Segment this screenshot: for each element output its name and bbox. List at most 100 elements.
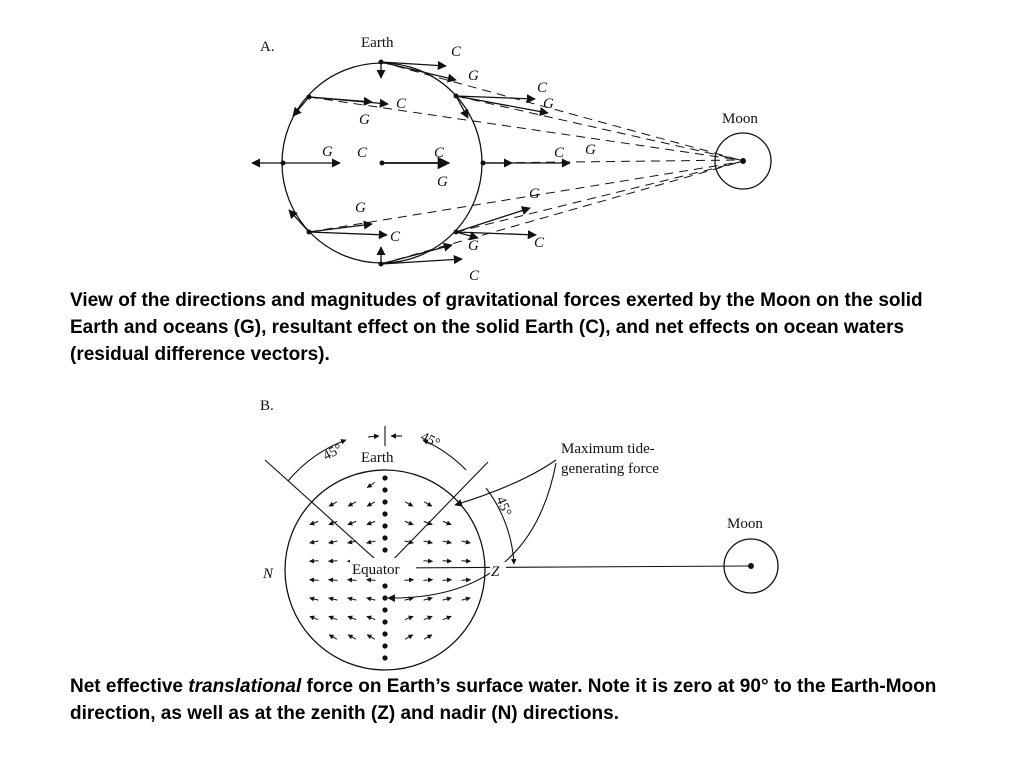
max-force-label-line2: generating force <box>561 461 659 477</box>
small-force-arrow <box>461 596 471 602</box>
small-force-arrow <box>366 501 376 507</box>
panel-b-label: B. <box>260 398 274 414</box>
small-force-arrow <box>423 577 433 583</box>
small-force-arrow <box>423 558 433 564</box>
caption-b: Net effective translational force on Ear… <box>70 673 960 727</box>
angle-label-left: 45° <box>321 442 345 464</box>
small-force-arrow <box>404 634 414 640</box>
earth-moon-axis <box>384 565 751 569</box>
svg-text:G: G <box>468 238 479 254</box>
small-force-arrow <box>423 501 433 507</box>
moon-circle-a <box>714 132 772 190</box>
small-force-arrow <box>347 520 357 526</box>
svg-text:C: C <box>396 96 407 112</box>
small-force-arrow <box>423 634 433 640</box>
nadir-label: N <box>262 566 274 582</box>
svg-text:C: C <box>451 44 462 60</box>
small-force-arrow <box>366 577 376 583</box>
vector-labels-a: C G C G C G G C C G C G G C G G C C <box>322 44 596 284</box>
equator-label-bg <box>350 558 416 576</box>
small-force-arrow <box>309 615 319 621</box>
small-force-arrow <box>442 577 452 583</box>
svg-text:C: C <box>434 145 445 161</box>
small-force-arrow <box>423 520 433 526</box>
small-force-arrow <box>461 577 471 583</box>
angle-line-left <box>264 459 386 569</box>
moon-center-b <box>748 563 754 569</box>
svg-text:G: G <box>359 112 370 128</box>
small-force-arrow <box>328 596 338 602</box>
caption-a: View of the directions and magnitudes of… <box>70 290 923 365</box>
small-force-arrow <box>328 501 338 507</box>
moon-center-a <box>740 158 746 164</box>
max-force-label-line1: Maximum tide- <box>561 441 655 457</box>
moon-label-b: Moon <box>727 516 763 532</box>
earth-label-a: Earth <box>361 35 394 51</box>
svg-text:G: G <box>322 144 333 160</box>
small-force-arrow <box>442 558 452 564</box>
small-force-arrow <box>347 596 357 602</box>
angle-line-right <box>384 461 489 569</box>
angle-label-lower: 45° <box>493 495 514 519</box>
svg-text:C: C <box>357 145 368 161</box>
small-force-arrow <box>442 539 452 545</box>
small-force-arrow <box>404 577 414 583</box>
small-force-arrow <box>309 539 319 545</box>
moon-label-a: Moon <box>722 111 758 127</box>
small-force-arrow <box>404 615 414 621</box>
small-force-arrow <box>309 577 319 583</box>
small-force-arrow <box>366 520 376 526</box>
small-force-arrow <box>328 615 338 621</box>
small-force-arrow <box>309 596 319 602</box>
svg-text:C: C <box>469 268 480 284</box>
small-force-arrow <box>442 520 452 526</box>
svg-text:C: C <box>554 145 565 161</box>
translational-force-arrows <box>309 481 471 640</box>
caption-b-part1: Net effective <box>70 676 189 697</box>
svg-text:G: G <box>437 174 448 190</box>
zenith-label: Z <box>491 564 500 580</box>
small-force-arrow <box>461 539 471 545</box>
equator-label: Equator <box>352 562 399 578</box>
small-force-arrow <box>423 615 433 621</box>
small-force-arrow <box>328 539 338 545</box>
small-force-arrow <box>423 596 433 602</box>
small-force-arrow <box>423 539 433 545</box>
small-force-arrow <box>461 558 471 564</box>
small-force-arrow <box>347 615 357 621</box>
small-force-arrow <box>347 577 357 583</box>
max-force-pointers <box>387 459 557 602</box>
small-force-arrow <box>404 501 414 507</box>
diagram-a: A. Earth Moon <box>251 35 772 284</box>
diagram-b: B. Earth Moon Maximum tide- generating f… <box>260 398 779 671</box>
angle-arcs <box>287 433 517 565</box>
small-force-arrow <box>366 539 376 545</box>
small-force-arrow <box>328 520 338 526</box>
small-force-arrow <box>442 615 452 621</box>
zero-force-dots <box>382 475 388 661</box>
small-force-arrow <box>309 558 319 564</box>
small-force-arrow <box>404 520 414 526</box>
svg-text:C: C <box>537 80 548 96</box>
force-vectors-a <box>251 60 571 265</box>
caption-b-italic: translational <box>188 676 302 697</box>
small-force-arrow <box>442 596 452 602</box>
small-force-arrow <box>328 577 338 583</box>
small-force-arrow <box>347 634 357 640</box>
panel-a-label: A. <box>260 39 275 55</box>
small-force-arrow <box>404 539 414 545</box>
zenith-label-bg <box>490 562 506 578</box>
svg-text:C: C <box>390 229 401 245</box>
svg-text:G: G <box>468 68 479 84</box>
small-force-arrow <box>347 501 357 507</box>
small-force-arrow <box>309 520 319 526</box>
small-force-arrow <box>404 596 414 602</box>
svg-text:G: G <box>585 142 596 158</box>
svg-text:G: G <box>543 96 554 112</box>
gravity-direction-lines <box>308 61 741 265</box>
small-force-arrow <box>366 596 376 602</box>
svg-text:C: C <box>534 235 545 251</box>
small-force-arrow <box>347 539 357 545</box>
earth-circle-b <box>284 469 486 671</box>
